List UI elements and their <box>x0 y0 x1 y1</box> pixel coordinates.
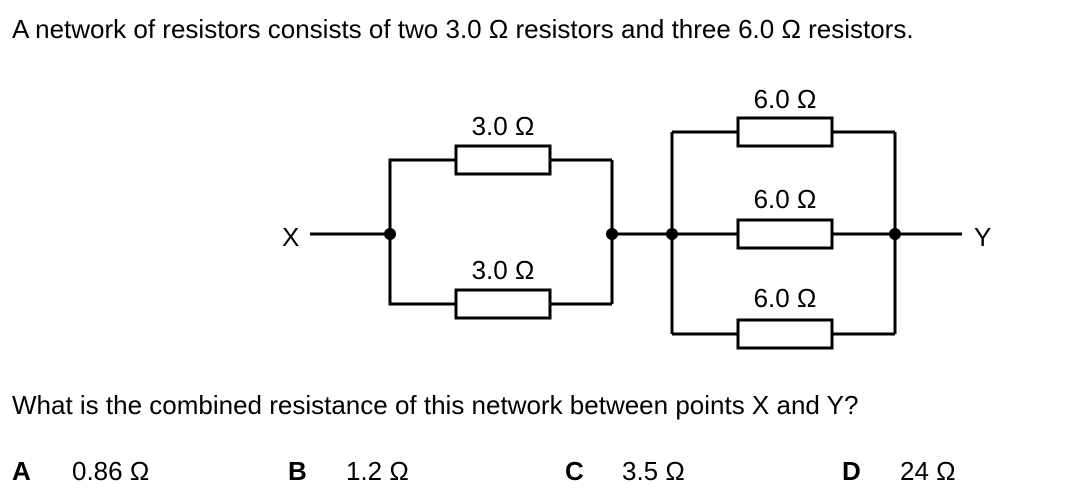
question-prompt: What is the combined resistance of this … <box>12 390 859 420</box>
option-a-letter[interactable]: A <box>12 456 31 486</box>
resistor-r3 <box>736 116 834 148</box>
resistor-r2-label: 3.0 Ω <box>472 255 535 285</box>
resistor-r5-label: 6.0 Ω <box>754 283 817 313</box>
junction-dot <box>606 228 618 240</box>
terminal-x-label: X <box>282 222 299 252</box>
left-block-top-wire <box>388 158 456 234</box>
resistor-r3-label: 6.0 Ω <box>754 84 817 114</box>
junction-dot <box>384 228 396 240</box>
resistor-r4-label: 6.0 Ω <box>754 184 817 214</box>
option-b-value[interactable]: 1.2 Ω <box>346 456 409 486</box>
option-c-value[interactable]: 3.5 Ω <box>622 456 685 486</box>
left-block-bottom-wire <box>388 234 456 306</box>
option-d-letter[interactable]: D <box>842 456 861 486</box>
resistor-r4 <box>736 218 834 250</box>
terminal-y-label: Y <box>974 222 991 252</box>
option-c-letter[interactable]: C <box>565 456 584 486</box>
resistor-r1 <box>454 144 552 176</box>
option-b-letter[interactable]: B <box>288 456 307 486</box>
resistor-r2 <box>454 288 552 320</box>
option-d-value[interactable]: 24 Ω <box>900 456 956 486</box>
junction-dot <box>889 228 901 240</box>
junction-dot <box>666 228 678 240</box>
resistor-r1-label: 3.0 Ω <box>472 111 535 141</box>
resistor-r5 <box>736 318 834 350</box>
question-intro: A network of resistors consists of two 3… <box>12 14 914 44</box>
option-a-value[interactable]: 0.86 Ω <box>72 456 150 486</box>
